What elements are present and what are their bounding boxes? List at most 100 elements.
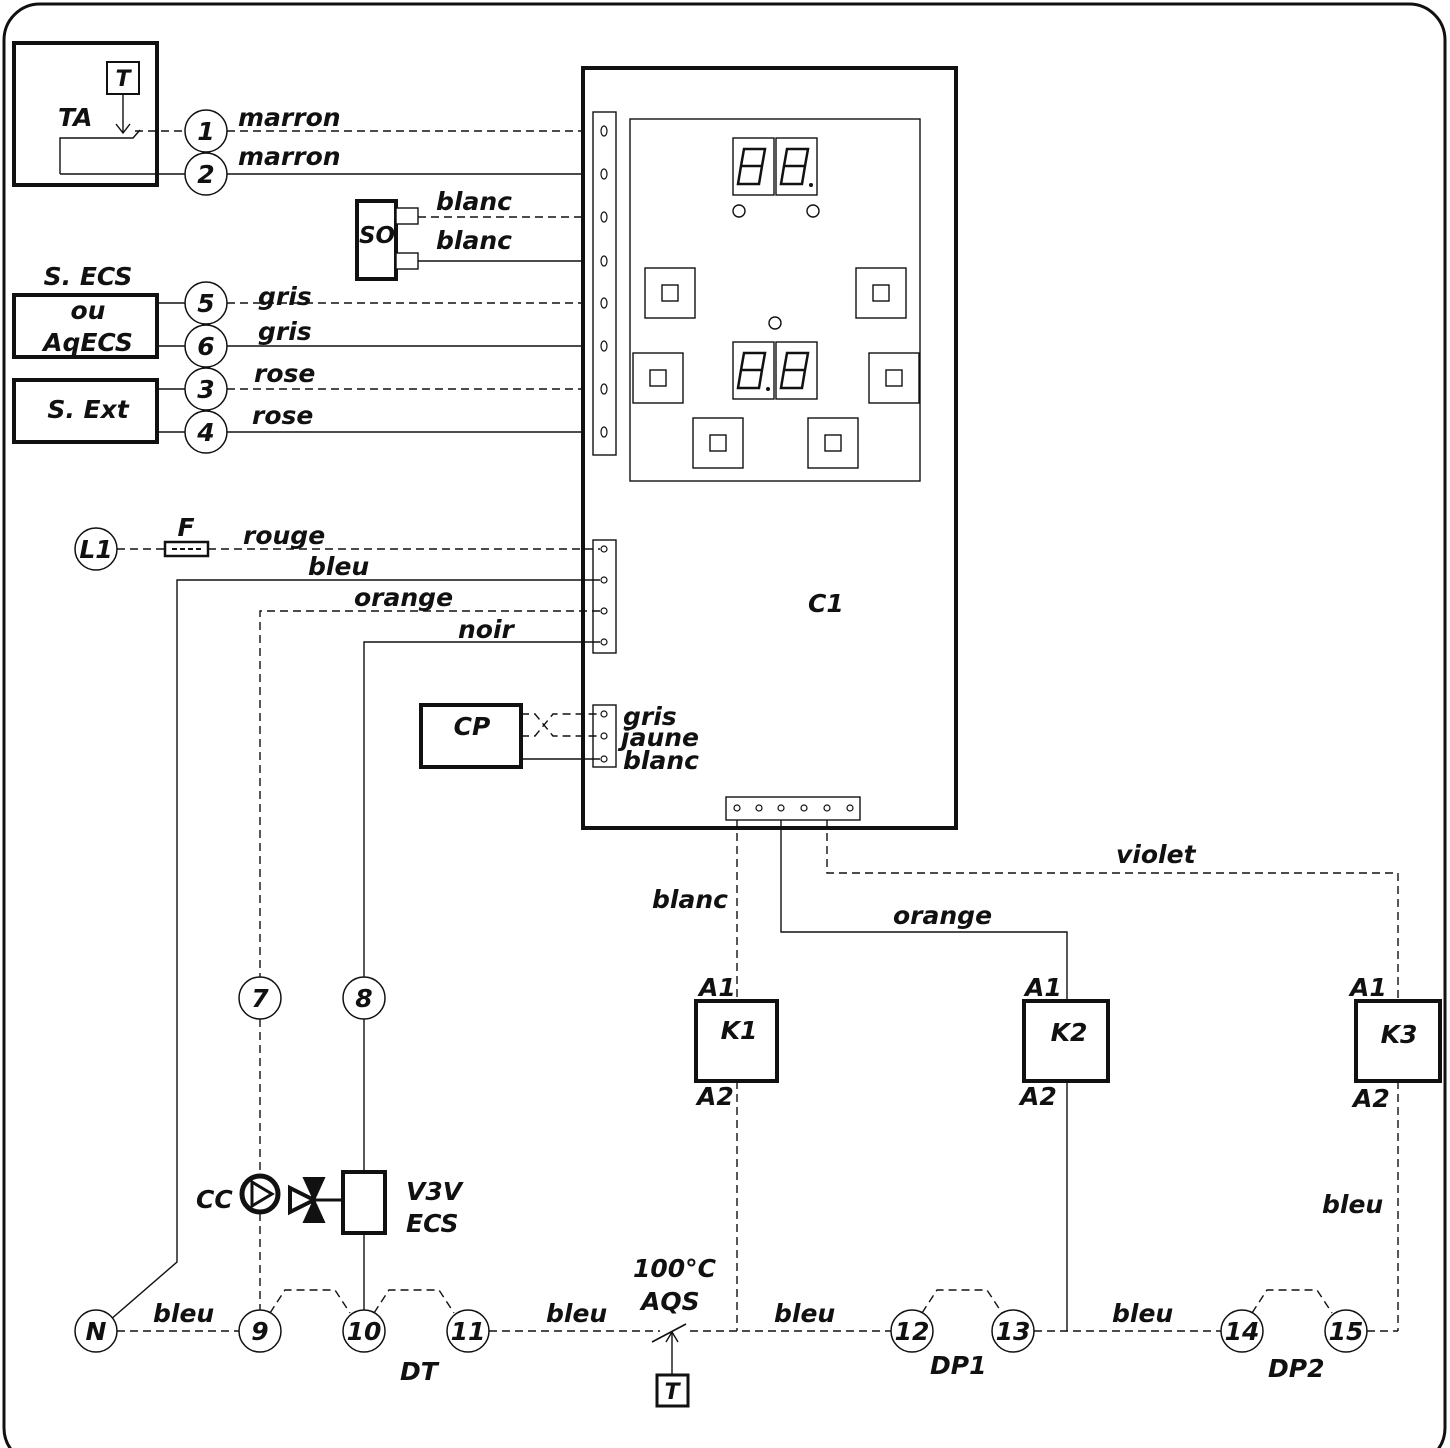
terminal-10-num: 10 — [347, 1317, 382, 1346]
s-ext-box: S. Ext — [12, 378, 159, 444]
n-terminal: N — [74, 1309, 118, 1353]
l1-label: L1 — [79, 535, 112, 564]
fuse-label: F — [177, 513, 194, 542]
c1-button-mid-right[interactable] — [868, 352, 920, 404]
k3-label: K3 — [1381, 1020, 1418, 1049]
terminal-6 — [184, 324, 228, 368]
dp1-label: DP1 — [930, 1351, 986, 1380]
ta-t-label: T — [115, 67, 132, 92]
fuse-f: F — [163, 513, 210, 558]
k3-a2-label: A2 — [1351, 1084, 1390, 1113]
c1-button-top-right[interactable] — [855, 267, 907, 319]
terminal-4-num: 4 — [196, 418, 214, 447]
wire-label-bleu-bottom-3: bleu — [774, 1299, 835, 1328]
v3v-label: V3V — [406, 1177, 464, 1206]
ta-label: TA — [58, 103, 92, 132]
aqs-temp-label: 100°C — [633, 1254, 717, 1283]
aqs-t-label: T — [664, 1380, 681, 1405]
wire-label-bleu-k3: bleu — [1322, 1190, 1383, 1219]
terminal-10 — [342, 1309, 386, 1353]
terminal-8-num: 8 — [355, 984, 372, 1013]
wire-label-bleu-bottom-4: bleu — [1112, 1299, 1173, 1328]
aqs-safety-thermostat: T — [651, 1323, 690, 1408]
wire-label-violet: violet — [1116, 840, 1197, 869]
terminal-14-num: 14 — [1225, 1317, 1260, 1346]
cp-label: CP — [454, 712, 491, 741]
terminal-4 — [184, 410, 228, 454]
cc-label: CC — [196, 1185, 233, 1214]
wire-label-rouge: rouge — [243, 521, 325, 550]
c1-button-bottom-left[interactable] — [692, 417, 744, 469]
three-way-valve-icon — [288, 1170, 387, 1235]
dt-label: DT — [400, 1357, 440, 1386]
so-label: SO — [359, 223, 395, 249]
ecs-label: ECS — [406, 1209, 459, 1238]
wire-label-bleu-bottom-1: bleu — [153, 1299, 214, 1328]
c1-controller: C1 — [581, 66, 958, 830]
wire-label-bleu-n: bleu — [308, 552, 369, 581]
terminal-2-num: 2 — [197, 160, 214, 189]
ta-thermostat: T TA — [12, 41, 159, 187]
c1-label: C1 — [808, 589, 844, 618]
wire-label-blanc-2: blanc — [436, 226, 512, 255]
c1-connector-power — [592, 539, 617, 654]
wire-label-rose-1: rose — [254, 359, 315, 388]
k3-a1-label: A1 — [1348, 973, 1387, 1002]
wire-label-marron-2: marron — [238, 142, 341, 171]
k2-a2-label: A2 — [1018, 1082, 1057, 1111]
terminal-5 — [184, 281, 228, 325]
terminal-1 — [184, 109, 228, 153]
k2-a1-label: A1 — [1023, 973, 1062, 1002]
aqecs-label: AqECS — [41, 328, 133, 357]
wire-label-gris-2: gris — [258, 317, 312, 346]
s-ext-label: S. Ext — [47, 395, 129, 424]
relay-k3: K3 A1 A2 — [1348, 973, 1442, 1113]
n-label: N — [86, 1317, 107, 1346]
terminal-5-num: 5 — [197, 289, 214, 318]
terminal-6-num: 6 — [197, 332, 214, 361]
relay-k1: K1 A1 A2 — [694, 973, 779, 1111]
terminal-15-num: 15 — [1329, 1317, 1364, 1346]
wire-label-noir: noir — [458, 615, 516, 644]
wire-label-rose-2: rose — [252, 401, 313, 430]
terminal-13-num: 13 — [996, 1317, 1031, 1346]
terminal-3-num: 3 — [197, 375, 214, 404]
c1-connector-bottom — [725, 796, 861, 821]
l1-terminal: L1 — [74, 527, 118, 571]
cc-pump-icon — [239, 1173, 281, 1215]
terminal-1-num: 1 — [197, 117, 214, 146]
wire-label-blanc-k1: blanc — [652, 885, 728, 914]
so-sensor: SO — [355, 199, 419, 281]
wire-label-marron-1: marron — [238, 103, 341, 132]
cp-component: CP — [419, 703, 523, 769]
wire-label-blanc-1: blanc — [436, 187, 512, 216]
c1-button-bottom-right[interactable] — [807, 417, 859, 469]
terminal-12-num: 12 — [895, 1317, 930, 1346]
wire-label-cp-jaune: jaune — [617, 723, 699, 752]
wire-label-cp-gris: gris — [623, 702, 677, 731]
wire-label-cp-blanc: blanc — [623, 746, 699, 775]
ou-label: ou — [71, 296, 106, 325]
terminal-7-num: 7 — [251, 984, 269, 1013]
terminal-9-num: 9 — [251, 1317, 268, 1346]
c1-button-top-left[interactable] — [644, 267, 696, 319]
aqs-label: AQS — [639, 1287, 700, 1316]
c1-connector-top — [592, 111, 617, 456]
k2-label: K2 — [1051, 1018, 1088, 1047]
k1-label: K1 — [721, 1016, 758, 1045]
s-ecs-box: S. ECS ou AqECS — [12, 262, 159, 359]
c1-button-mid-left[interactable] — [632, 352, 684, 404]
terminal-9 — [238, 1309, 282, 1353]
terminal-11-num: 11 — [451, 1317, 486, 1346]
wire-label-bleu-bottom-2: bleu — [546, 1299, 607, 1328]
k1-a2-label: A2 — [695, 1082, 734, 1111]
terminal-2 — [184, 152, 228, 196]
terminal-3 — [184, 367, 228, 411]
s-ecs-label: S. ECS — [44, 262, 133, 291]
relay-k2: K2 A1 A2 — [1018, 973, 1110, 1111]
dp2-label: DP2 — [1268, 1354, 1324, 1383]
wire-label-gris-1: gris — [258, 282, 312, 311]
